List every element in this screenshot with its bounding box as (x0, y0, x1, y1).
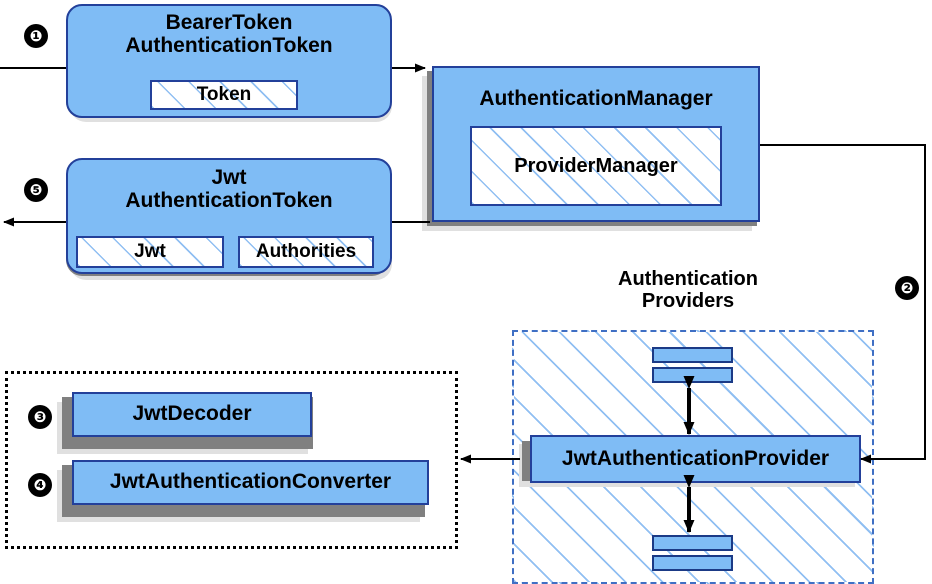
authentication-manager-title: AuthenticationManager (479, 87, 713, 110)
step-1-badge-label: ❶ (29, 26, 43, 45)
jwt-authentication-converter-label: JwtAuthenticationConverter (109, 470, 392, 494)
jwt-decoder-node[interactable]: JwtDecoder (72, 392, 312, 437)
provider-stack-bar-bottom-1 (652, 535, 733, 551)
bearer-token-authentication-token-node[interactable]: BearerToken AuthenticationToken (66, 4, 392, 118)
jwt-token-title-line1: Jwt (211, 166, 247, 189)
step-5-badge-label: ❺ (29, 180, 43, 199)
authentication-providers-caption-line2: Providers (641, 290, 735, 313)
provider-manager-slot-label: ProviderManager (514, 154, 678, 177)
jwt-authentication-converter-node[interactable]: JwtAuthenticationConverter (72, 460, 429, 505)
step-2-badge: ❷ (895, 276, 919, 300)
provider-manager-slot[interactable]: ProviderManager (470, 126, 722, 206)
jwt-token-title-line2: AuthenticationToken (125, 188, 333, 212)
jwt-token-authorities-slot[interactable]: Authorities (238, 236, 374, 268)
step-4-badge: ❹ (28, 473, 52, 497)
step-4-badge-label: ❹ (33, 475, 47, 494)
jwt-token-jwt-slot-label: Jwt (134, 241, 166, 262)
bearer-token-token-slot-label: Token (196, 84, 252, 105)
bearer-token-title-line1: BearerToken (165, 11, 293, 34)
provider-stack-bar-bottom-2 (652, 555, 733, 571)
jwt-authentication-provider-node[interactable]: JwtAuthenticationProvider (530, 435, 861, 483)
bearer-token-title-line2: AuthenticationToken (125, 33, 333, 57)
authentication-providers-caption-line1: Authentication (618, 268, 758, 290)
step-3-badge: ❸ (28, 405, 52, 429)
step-5-badge: ❺ (24, 178, 48, 202)
step-1-badge: ❶ (24, 24, 48, 48)
jwt-support-region (5, 371, 458, 549)
jwt-decoder-label: JwtDecoder (132, 402, 252, 426)
step-2-badge-label: ❷ (900, 278, 914, 297)
step-3-badge-label: ❸ (33, 407, 47, 426)
provider-stack-bar-top-1 (652, 347, 733, 363)
bearer-token-token-slot[interactable]: Token (150, 80, 298, 110)
provider-stack-bar-top-2 (652, 367, 733, 383)
jwt-authentication-provider-label: JwtAuthenticationProvider (561, 446, 830, 470)
jwt-token-authorities-slot-label: Authorities (255, 241, 357, 262)
authentication-providers-caption: Authentication Providers (588, 268, 788, 313)
jwt-token-jwt-slot[interactable]: Jwt (76, 236, 224, 268)
